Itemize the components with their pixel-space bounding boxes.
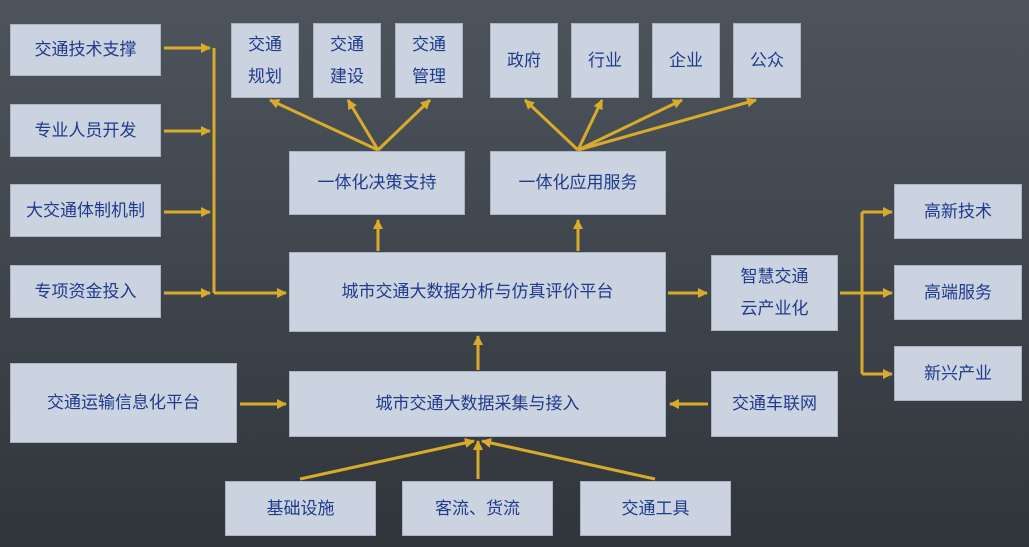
user-box-industry: 行业 [571,23,639,98]
user-box-enterprise: 企业 [652,23,720,98]
industry-box-high-tech: 高新技术 [894,184,1022,239]
smart-cloud-box: 智慧交通 云产业化 [711,255,838,331]
info-platform-box: 交通运输信息化平台 [10,363,237,443]
arrow-vehicles [481,438,656,481]
analysis-platform-box: 城市交通大数据分析与仿真评价平台 [289,252,666,332]
user-box-public: 公众 [733,23,801,98]
source-box-passenger-freight: 客流、货流 [402,481,553,536]
plan-box-construction: 交通 建设 [313,23,381,98]
user-box-government: 政府 [490,23,558,98]
vehicle-network-box: 交通车联网 [711,371,838,437]
input-special-funding: 专项资金投入 [10,265,161,318]
arrow-to-construction [346,99,380,151]
arrow-infrastructure [299,438,475,481]
arrow-to-government [523,98,580,152]
collection-platform-box: 城市交通大数据采集与接入 [289,371,666,437]
input-tech-support: 交通技术支撑 [10,24,161,76]
source-box-vehicles: 交通工具 [580,481,731,536]
source-box-infrastructure: 基础设施 [225,481,376,536]
decision-support-box: 一体化决策支持 [289,151,465,215]
input-institutional-mechanism: 大交通体制机制 [10,184,161,237]
arrow-to-management [376,98,432,152]
app-service-box: 一体化应用服务 [490,151,666,215]
plan-box-planning: 交通 规划 [231,23,299,98]
plan-box-management: 交通 管理 [395,23,463,98]
input-personnel: 专业人员开发 [10,104,161,157]
arrow-to-enterprise [577,98,683,152]
arrow-to-industry [576,99,604,151]
industry-box-emerging: 新兴产业 [894,346,1022,401]
arrow-to-planning [269,98,379,152]
industry-box-high-end-services: 高端服务 [894,265,1022,320]
arrow-to-public [577,97,757,152]
